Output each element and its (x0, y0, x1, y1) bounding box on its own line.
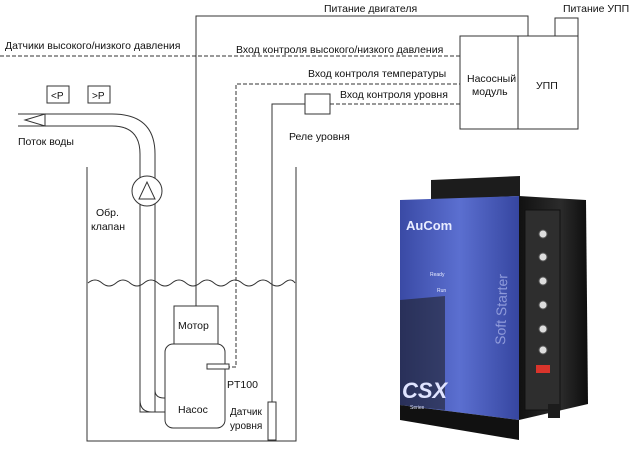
soft-starter-device: AuCom Ready Run Soft Starter CSX Series (400, 176, 588, 440)
adjust-knob-5 (538, 324, 548, 334)
discharge-pipe (18, 113, 158, 413)
adjust-knob-3 (538, 276, 548, 286)
motor-power-label: Питание двигателя (324, 3, 417, 15)
pump-module-label-2: модуль (472, 86, 508, 98)
temperature-input-label: Вход контроля температуры (308, 68, 446, 80)
well-walls (86, 167, 297, 442)
device-black-front (400, 296, 445, 410)
device-heatsink (524, 209, 561, 411)
pt100-label: PT100 (227, 379, 258, 391)
adjust-knob-2 (538, 252, 548, 262)
device-bottom (400, 405, 519, 440)
softstarter-box (517, 35, 579, 130)
water-surface (87, 279, 296, 287)
check-valve-label-1: Обр. (96, 207, 119, 219)
level-relay-label: Реле уровня (289, 131, 350, 143)
level-input-label: Вход контроля уровня (340, 89, 448, 101)
low-pressure-sensor (46, 85, 70, 104)
device-side-text: Soft Starter (492, 273, 510, 345)
softstarter-power-label: Питание УПП (563, 3, 629, 15)
pt100-probe (206, 363, 230, 370)
motor-power-line (195, 15, 529, 56)
water-flow-label: Поток воды (18, 136, 74, 148)
level-sensor-label-1: Датчик (230, 407, 262, 418)
device-brand: AuCom (406, 218, 452, 233)
pressure-control-input-label: Вход контроля высокого/низкого давления (236, 44, 443, 56)
pump-module-label-1: Насосный (467, 73, 516, 85)
level-sensor-rod (267, 401, 277, 441)
check-valve-triangle (138, 180, 156, 200)
level-relay-box (304, 93, 331, 115)
temperature-line (226, 83, 460, 368)
pump-module-box (459, 35, 519, 130)
level-sensor-line (271, 103, 305, 402)
device-series-sub: Series (410, 405, 425, 411)
flow-arrow (23, 113, 46, 127)
pressure-sensors-label: Датчики высокого/низкого давления (5, 40, 181, 52)
check-valve-label-2: клапан (91, 221, 125, 233)
pump-label: Насос (178, 404, 208, 416)
adjust-knob-1 (538, 229, 548, 239)
pipe-bottom (139, 389, 166, 413)
adjust-knob-6 (538, 345, 548, 355)
device-led-ready: Ready (430, 272, 445, 278)
device-top-bracket (431, 176, 520, 200)
device-bottom-tab (548, 404, 560, 418)
softstarter-label: УПП (536, 80, 558, 92)
device-knobs (538, 229, 548, 355)
device-led-run: Run (437, 288, 446, 294)
high-pressure-sensor (87, 85, 111, 104)
level-sensor-label-2: уровня (230, 421, 262, 432)
softstarter-power-line (554, 17, 579, 36)
trip-indicator (536, 365, 550, 373)
motor-box (173, 305, 219, 345)
low-pressure-label: <P (51, 91, 64, 102)
adjust-knob-4 (538, 300, 548, 310)
device-series: CSX (402, 378, 449, 403)
motor-label: Мотор (178, 320, 209, 332)
high-pressure-label: >P (92, 91, 105, 102)
